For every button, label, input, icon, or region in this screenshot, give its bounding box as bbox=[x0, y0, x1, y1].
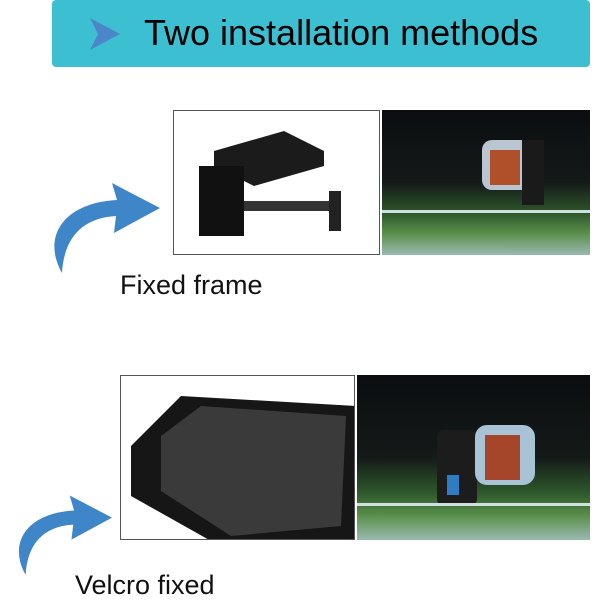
velcro-fixed-label: Velcro fixed bbox=[75, 570, 215, 600]
title-banner: Two installation methods bbox=[52, 0, 590, 67]
play-arrow-icon bbox=[90, 18, 120, 50]
fixed-frame-bracket-photo bbox=[173, 110, 380, 255]
curved-arrow-icon bbox=[18, 495, 112, 575]
curved-arrow-icon bbox=[54, 183, 160, 273]
velcro-pad-photo bbox=[120, 375, 355, 540]
page-title: Two installation methods bbox=[144, 12, 539, 53]
fixed-frame-tank-photo bbox=[382, 110, 590, 255]
fixed-frame-label: Fixed frame bbox=[120, 270, 263, 300]
velcro-tank-photo bbox=[357, 375, 590, 540]
